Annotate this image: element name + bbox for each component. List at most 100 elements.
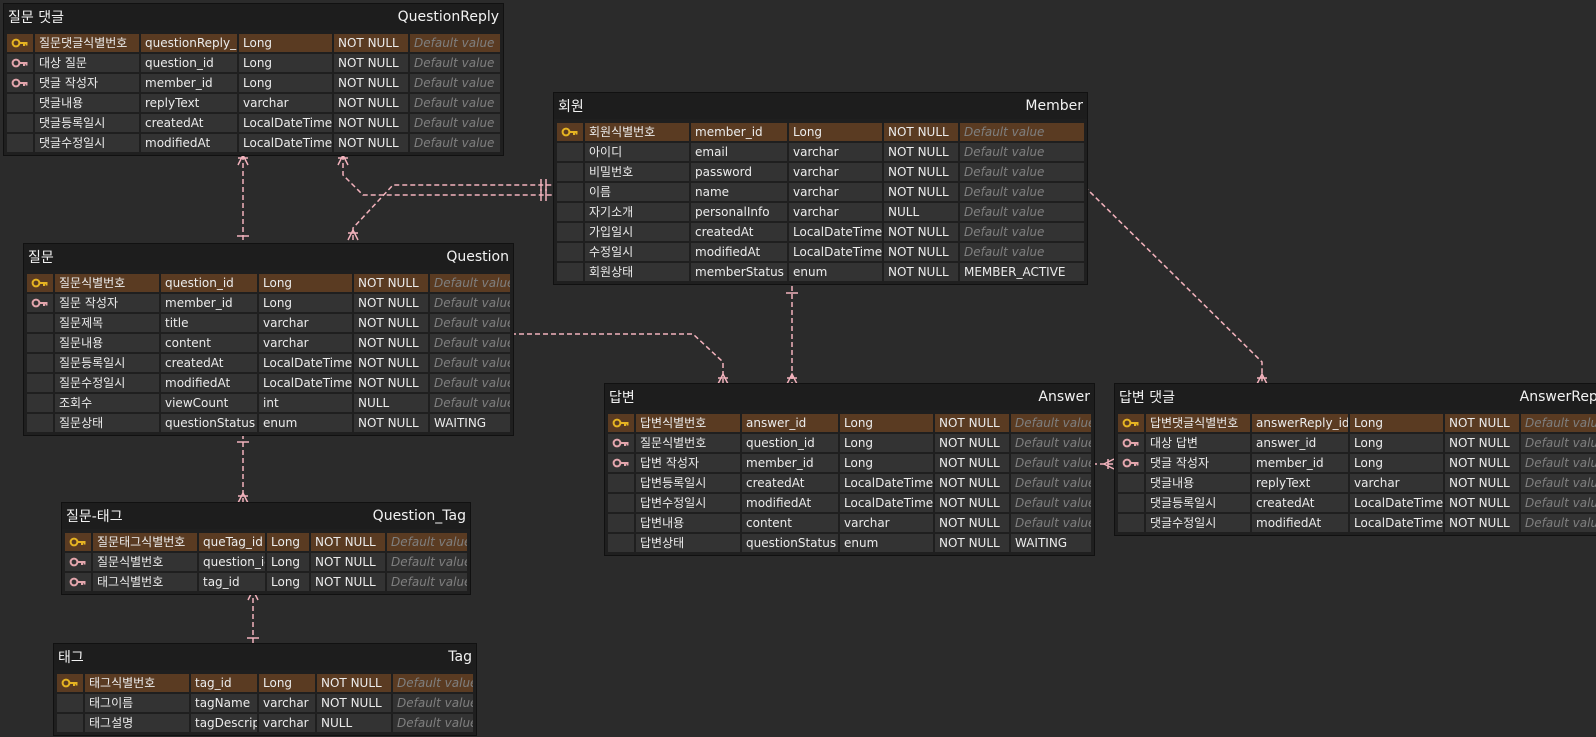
rel-question-member[interactable] <box>352 184 552 240</box>
column-default[interactable]: Default value <box>1521 474 1596 492</box>
column-label[interactable]: 태그이름 <box>85 694 189 712</box>
column-nullable[interactable]: NOT NULL <box>884 243 958 261</box>
column-type[interactable]: varchar <box>840 514 933 532</box>
column-nullable[interactable]: NOT NULL <box>311 533 385 551</box>
column-default[interactable]: Default value <box>430 314 510 332</box>
column-label[interactable]: 댓글수정일시 <box>35 134 139 152</box>
column-name[interactable]: content <box>161 334 257 352</box>
column-default[interactable]: Default value <box>1011 454 1091 472</box>
column-nullable[interactable]: NULL <box>884 203 958 221</box>
column-type[interactable]: varchar <box>789 183 882 201</box>
column-type[interactable]: varchar <box>789 163 882 181</box>
column-default[interactable]: Default value <box>430 334 510 352</box>
column-label[interactable]: 댓글수정일시 <box>1146 514 1250 532</box>
column-label[interactable]: 댓글등록일시 <box>1146 494 1250 512</box>
column-type[interactable]: Long <box>1350 414 1443 432</box>
column-type[interactable]: LocalDateTime <box>840 474 933 492</box>
column-default[interactable]: Default value <box>1521 434 1596 452</box>
column-default[interactable]: Default value <box>960 203 1084 221</box>
column-type[interactable]: enum <box>259 414 352 432</box>
column-type[interactable]: Long <box>267 573 309 591</box>
column-label[interactable]: 답변등록일시 <box>636 474 740 492</box>
column-type[interactable]: varchar <box>259 714 315 732</box>
column-nullable[interactable]: NOT NULL <box>884 163 958 181</box>
column-nullable[interactable]: NOT NULL <box>354 374 428 392</box>
column-label[interactable]: 답변내용 <box>636 514 740 532</box>
column-label[interactable]: 질문식별번호 <box>93 553 197 571</box>
column-nullable[interactable]: NOT NULL <box>334 134 408 152</box>
column-name[interactable]: content <box>742 514 838 532</box>
column-label[interactable]: 아이디 <box>585 143 689 161</box>
column-label[interactable]: 댓글내용 <box>1146 474 1250 492</box>
column-nullable[interactable]: NOT NULL <box>884 263 958 281</box>
column-default[interactable]: Default value <box>430 394 510 412</box>
column-nullable[interactable]: NOT NULL <box>1445 454 1519 472</box>
column-name[interactable]: password <box>691 163 787 181</box>
column-label[interactable]: 태그설명 <box>85 714 189 732</box>
column-name[interactable]: question_id <box>742 434 838 452</box>
column-name[interactable]: tag_id <box>191 674 257 692</box>
column-nullable[interactable]: NOT NULL <box>334 114 408 132</box>
column-name[interactable]: createdAt <box>691 223 787 241</box>
column-default[interactable]: Default value <box>387 533 467 551</box>
column-label[interactable]: 댓글 작성자 <box>1146 454 1250 472</box>
column-type[interactable]: Long <box>840 454 933 472</box>
column-nullable[interactable]: NOT NULL <box>354 414 428 432</box>
column-label[interactable]: 답변식별번호 <box>636 414 740 432</box>
column-label[interactable]: 태그식별번호 <box>85 674 189 692</box>
column-nullable[interactable]: NOT NULL <box>311 553 385 571</box>
column-name[interactable]: createdAt <box>161 354 257 372</box>
column-type[interactable]: LocalDateTime <box>1350 514 1443 532</box>
column-type[interactable]: int <box>259 394 352 412</box>
column-label[interactable]: 질문상태 <box>55 414 159 432</box>
column-type[interactable]: varchar <box>259 314 352 332</box>
column-name[interactable]: answer_id <box>742 414 838 432</box>
column-default[interactable]: Default value <box>393 674 473 692</box>
column-label[interactable]: 답변수정일시 <box>636 494 740 512</box>
column-label[interactable]: 댓글등록일시 <box>35 114 139 132</box>
column-name[interactable]: member_id <box>141 74 237 92</box>
column-nullable[interactable]: NOT NULL <box>354 354 428 372</box>
column-label[interactable]: 질문제목 <box>55 314 159 332</box>
column-nullable[interactable]: NOT NULL <box>1445 494 1519 512</box>
column-nullable[interactable]: NOT NULL <box>1445 414 1519 432</box>
column-nullable[interactable]: NOT NULL <box>334 54 408 72</box>
column-default[interactable]: Default value <box>1521 414 1596 432</box>
column-name[interactable]: viewCount <box>161 394 257 412</box>
column-default[interactable]: Default value <box>393 694 473 712</box>
column-nullable[interactable]: NOT NULL <box>935 514 1009 532</box>
column-type[interactable]: varchar <box>259 334 352 352</box>
column-type[interactable]: Long <box>259 674 315 692</box>
column-label[interactable]: 질문태그식별번호 <box>93 533 197 551</box>
column-type[interactable]: Long <box>840 434 933 452</box>
table-answerreply[interactable]: 답변 댓글AnswerReply답변댓글식별번호answerReply_idLo… <box>1115 384 1596 535</box>
column-name[interactable]: member_id <box>161 294 257 312</box>
column-name[interactable]: replyText <box>1252 474 1348 492</box>
column-name[interactable]: tagName <box>191 694 257 712</box>
column-label[interactable]: 답변 작성자 <box>636 454 740 472</box>
column-label[interactable]: 질문식별번호 <box>636 434 740 452</box>
column-default[interactable]: Default value <box>1011 514 1091 532</box>
rel-questionreply-member[interactable] <box>342 155 552 196</box>
column-nullable[interactable]: NOT NULL <box>884 143 958 161</box>
column-nullable[interactable]: NOT NULL <box>935 454 1009 472</box>
